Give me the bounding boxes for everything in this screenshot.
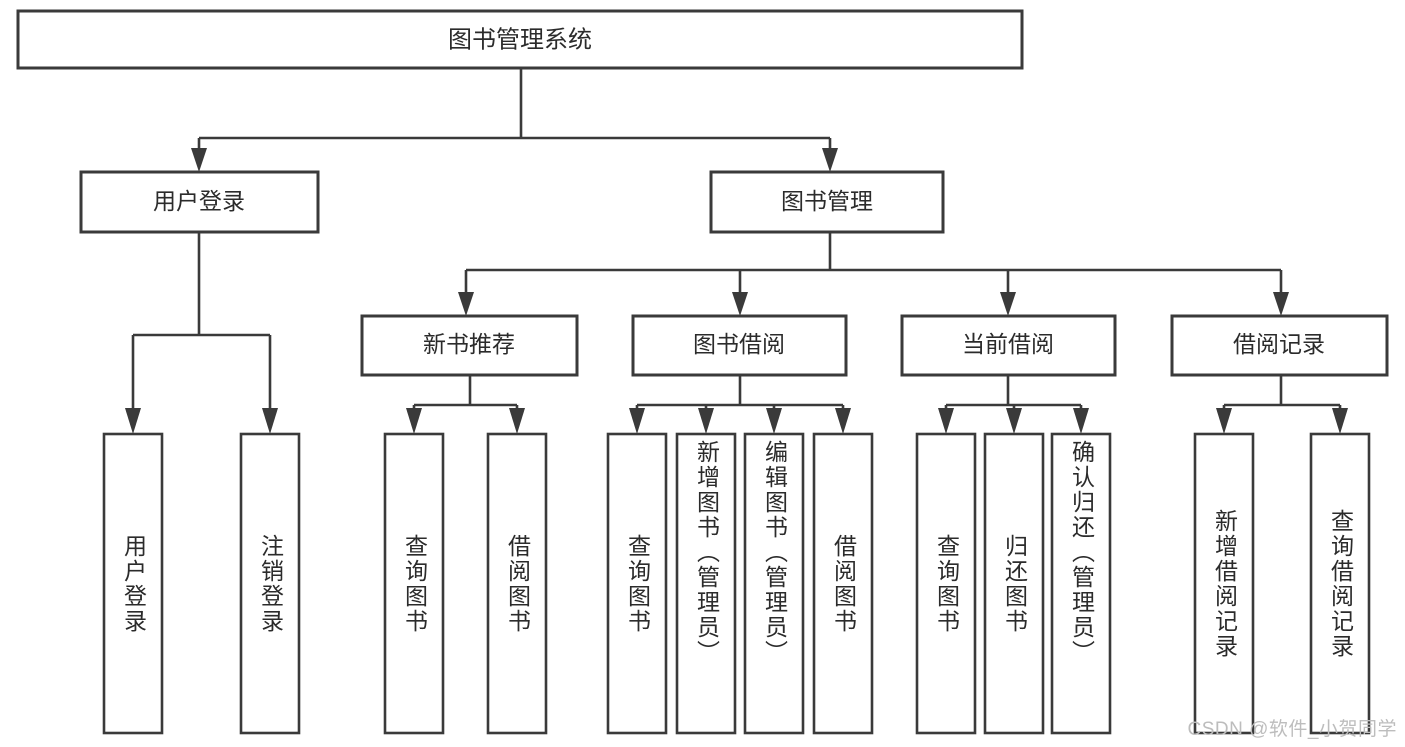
node-book-manage-box[interactable] bbox=[709, 170, 945, 234]
leaf-box-recommend-1[interactable] bbox=[383, 432, 445, 735]
leaf-box-record-2[interactable] bbox=[1309, 432, 1371, 735]
arrow-head-level3-1 bbox=[458, 292, 474, 316]
leaf-box-user-login-2[interactable] bbox=[239, 432, 301, 735]
leaf-box-borrow-2[interactable] bbox=[675, 432, 737, 735]
node-new-book-recommend-box[interactable] bbox=[360, 314, 579, 377]
arrow-head-recommend-leaf-2 bbox=[509, 408, 525, 434]
csdn-watermark: CSDN @软件_小贺同学 bbox=[1187, 719, 1397, 740]
arrow-head-level3-3 bbox=[1000, 292, 1016, 316]
node-new-book-recommend[interactable]: 新书推荐 bbox=[360, 314, 579, 377]
node-book-borrow-label: 图书借阅 bbox=[693, 331, 785, 357]
arrow-head-borrow-leaf-4 bbox=[835, 408, 851, 434]
arrow-head-borrow-leaf-1 bbox=[629, 408, 645, 434]
arrow-head-borrow-leaf-3 bbox=[766, 408, 782, 434]
arrow-head-to-user-login bbox=[191, 148, 207, 172]
leaf-box-borrow-4[interactable] bbox=[812, 432, 874, 735]
node-current-borrow[interactable]: 当前借阅 bbox=[900, 314, 1117, 377]
arrow-head-level3-4 bbox=[1273, 292, 1289, 316]
node-root-label: 图书管理系统 bbox=[448, 26, 592, 53]
leaf-box-current-3[interactable] bbox=[1050, 432, 1112, 735]
node-root-box[interactable] bbox=[16, 9, 1024, 70]
arrow-head-current-leaf-2 bbox=[1006, 408, 1022, 434]
arrow-head-current-leaf-1 bbox=[938, 408, 954, 434]
leaf-box-user-login-1[interactable] bbox=[102, 432, 164, 735]
arrow-head-borrow-leaf-2 bbox=[698, 408, 714, 434]
node-user-login-box[interactable] bbox=[79, 170, 320, 234]
node-root[interactable]: 图书管理系统 bbox=[16, 9, 1024, 70]
arrow-head-record-leaf-2 bbox=[1332, 408, 1348, 434]
node-current-borrow-box[interactable] bbox=[900, 314, 1117, 377]
connector-layer bbox=[125, 68, 1348, 434]
leaf-box-current-1[interactable] bbox=[915, 432, 977, 735]
node-user-login[interactable]: 用户登录 bbox=[79, 170, 320, 234]
arrow-head-recommend-leaf-1 bbox=[406, 408, 422, 434]
arrow-head-user-leaf-1 bbox=[125, 408, 141, 434]
leaf-box-record-1[interactable] bbox=[1193, 432, 1255, 735]
node-borrow-record-box[interactable] bbox=[1170, 314, 1389, 377]
leaf-box-borrow-3[interactable] bbox=[743, 432, 805, 735]
arrow-head-user-leaf-2 bbox=[262, 408, 278, 434]
node-book-borrow[interactable]: 图书借阅 bbox=[631, 314, 848, 377]
arrow-head-level3-2 bbox=[732, 292, 748, 316]
arrow-head-current-leaf-3 bbox=[1073, 408, 1089, 434]
node-book-borrow-box[interactable] bbox=[631, 314, 848, 377]
leaf-box-borrow-1[interactable] bbox=[606, 432, 668, 735]
node-book-manage-label: 图书管理 bbox=[781, 188, 873, 214]
node-borrow-record-label: 借阅记录 bbox=[1233, 331, 1325, 357]
node-new-book-recommend-label: 新书推荐 bbox=[423, 331, 515, 357]
node-user-login-label: 用户登录 bbox=[153, 188, 245, 214]
leaf-box-recommend-2[interactable] bbox=[486, 432, 548, 735]
node-borrow-record[interactable]: 借阅记录 bbox=[1170, 314, 1389, 377]
leaf-box-current-2[interactable] bbox=[983, 432, 1045, 735]
arrow-head-record-leaf-1 bbox=[1216, 408, 1232, 434]
arrow-head-to-book-manage bbox=[822, 148, 838, 172]
node-book-manage[interactable]: 图书管理 bbox=[709, 170, 945, 234]
node-current-borrow-label: 当前借阅 bbox=[962, 331, 1054, 357]
